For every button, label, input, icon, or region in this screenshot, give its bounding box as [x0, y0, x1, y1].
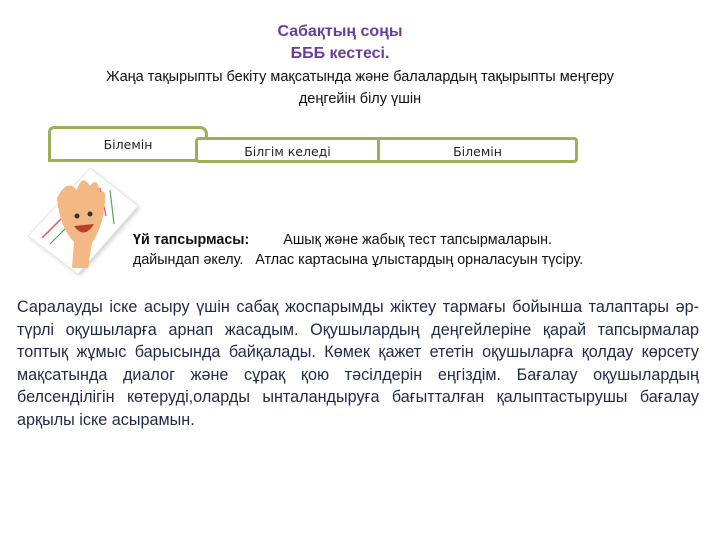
smiling-hand-image: [22, 167, 142, 278]
subtitle: Жаңа тақырыпты бекіту мақсатында және ба…: [18, 66, 702, 110]
subtitle-line-1: Жаңа тақырыпты бекіту мақсатында және ба…: [106, 69, 614, 85]
tab-want-to-know[interactable]: Білгім келеді: [195, 137, 380, 163]
tab-learned-label: Білемін: [453, 144, 502, 159]
homework-label: Үй тапсырмасы:: [133, 232, 250, 248]
tab-know[interactable]: Білемін: [48, 126, 208, 162]
homework-block: Үй тапсырмасы: Ашық және жабық тест тапсы…: [133, 230, 713, 270]
tab-want-to-know-label: Білгім келеді: [244, 144, 331, 159]
subtitle-line-2: деңгейін білу үшін: [298, 91, 422, 107]
tab-know-label: Білемін: [103, 137, 153, 152]
tab-learned[interactable]: Білемін: [377, 137, 578, 163]
homework-line-1: Ашық және жабық тест тапсырмаларын.: [283, 232, 552, 248]
differentiation-paragraph: Саралауды іске асыру үшін сабақ жоспарым…: [17, 298, 699, 429]
title-line-2: БББ кестесі.: [290, 45, 390, 62]
homework-line-2: дайындап әкелу. Атлас картасына ұлыстард…: [133, 252, 584, 268]
title-line-1: Сабақтың соңы: [277, 23, 403, 40]
